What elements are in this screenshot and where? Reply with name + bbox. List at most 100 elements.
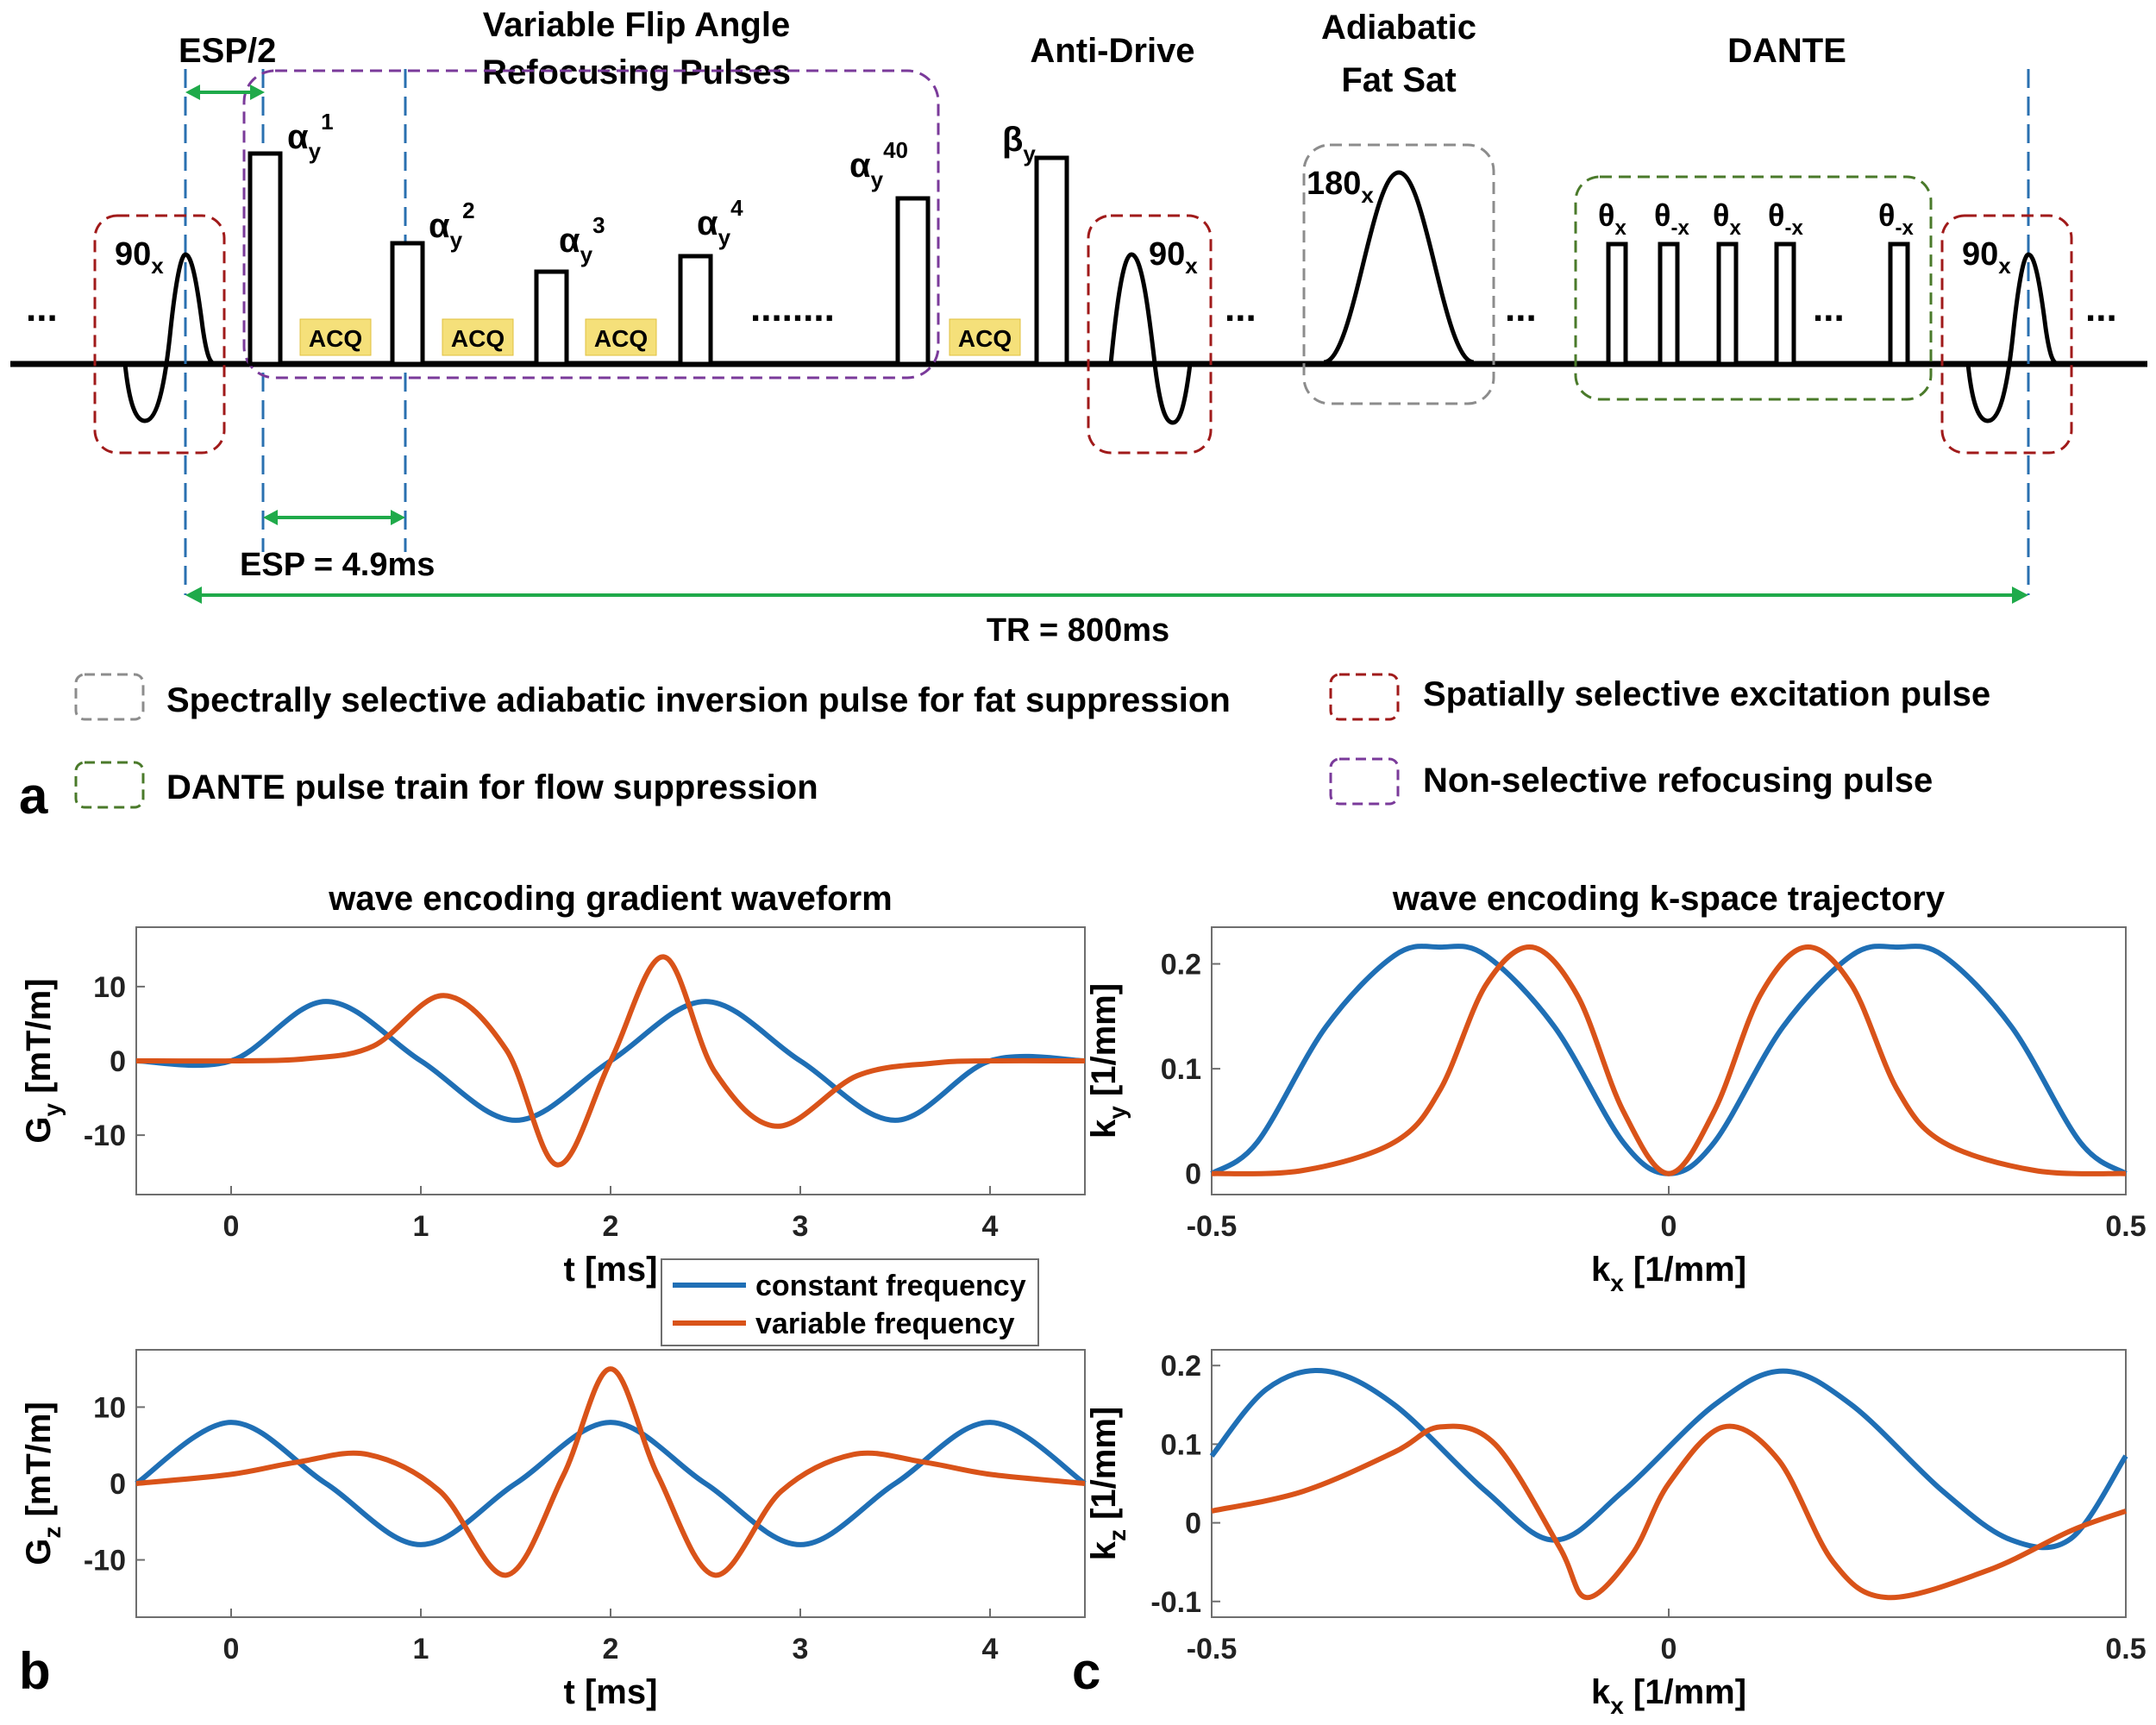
chart-gz-xtick-label: 4 [982, 1633, 999, 1665]
refocusing-box [242, 69, 940, 380]
chart-ky-frame [1211, 926, 2127, 1195]
chart-ky-title: wave encoding k-space trajectory [1392, 880, 1946, 918]
chart-ky-xlabel: kx [1/mm] [1591, 1251, 1746, 1296]
refocus-pulse-3 [534, 269, 569, 367]
dante-box [1574, 175, 1933, 401]
alpha-label-1: αy1 [287, 109, 334, 164]
dante-pulse-5 [1888, 242, 1910, 367]
chart-gz-xlabel: t [ms] [564, 1673, 658, 1711]
dante-label-1: θx [1598, 198, 1626, 240]
chart-gy-ytick-label: -10 [84, 1120, 126, 1152]
chart-ky-ytick-label: 0.2 [1161, 949, 1201, 982]
header-anti-drive: Anti-Drive [1030, 32, 1194, 70]
header-vfa-line2: Refocusing Pulses [482, 53, 791, 91]
esp-arrow [263, 510, 405, 525]
fatsat-pulse [1323, 170, 1475, 365]
dante-pulse-2 [1658, 242, 1680, 367]
chart-ky-ytick-label: 0.1 [1161, 1053, 1201, 1086]
chart-ky: wave encoding k-space trajectory -0.5 0 0.5… [1085, 880, 2147, 1296]
header-fatsat-line1: Adiabatic [1321, 9, 1476, 47]
chart-kz-series-variable [1211, 1423, 2128, 1601]
chart-legend-label-0: constant frequency [755, 1270, 1026, 1302]
alpha-label-40: αy40 [849, 137, 908, 192]
dante-pulse-3 [1716, 242, 1739, 367]
acq-block-4: ACQ [949, 318, 1021, 356]
tr-label: TR = 800ms [987, 612, 1169, 649]
chart-ky-xtick-label: -0.5 [1187, 1210, 1238, 1243]
anti-drive-pulse [1034, 155, 1069, 367]
chart-gy-ylabel: Gy [mT/m] [20, 978, 66, 1143]
legend-text-fatsat: Spectrally selective adiabatic inversion… [166, 681, 1231, 719]
ellipsis-left: ... [26, 287, 58, 329]
ellipsis-after-antidrive: ... [1225, 287, 1257, 329]
dante-label-4: θ-x [1768, 198, 1803, 240]
chart-kz-ylabel: kz [1/mm] [1085, 1407, 1131, 1561]
dante-pulse-1 [1606, 242, 1628, 367]
chart-gz-ytick-label: -10 [84, 1545, 126, 1578]
chart-gz-ytick-label: 10 [93, 1391, 126, 1424]
refocus-pulse-1 [248, 151, 283, 367]
refocus-pulse-40 [895, 196, 931, 367]
chart-kz-xlabel: kx [1/mm] [1591, 1673, 1746, 1719]
acq-label-4: ACQ [958, 325, 1012, 352]
legend-swatch-dante [74, 761, 145, 809]
chart-gz-xtick-label: 3 [793, 1633, 809, 1665]
dante-pulse-4 [1774, 242, 1796, 367]
chart-kz-xtick-label: 0 [1661, 1633, 1677, 1665]
chart-ky-ytick-label: 0 [1185, 1158, 1201, 1191]
chart-kz-series-constant [1209, 1367, 2128, 1551]
esp-half-arrow [185, 85, 265, 100]
acq-label-2: ACQ [451, 325, 505, 352]
chart-ky-xtick-label: 0.5 [2105, 1210, 2146, 1243]
excitation-label-2: 90x [1149, 236, 1198, 279]
esp-label: ESP = 4.9ms [240, 547, 435, 583]
chart-gz-ylabel: Gz [mT/m] [20, 1402, 66, 1565]
chart-gy-ytick-label: 0 [110, 1045, 126, 1078]
dante-label-3: θx [1713, 198, 1741, 240]
chart-gy-xtick-label: 4 [982, 1210, 999, 1243]
chart-kz-ytick-label: 0 [1185, 1508, 1201, 1540]
excitation-label-3: 90x [1962, 236, 2011, 279]
chart-gy-xtick-label: 3 [793, 1210, 809, 1243]
chart-ky-ylabel: ky [1/mm] [1085, 983, 1131, 1138]
sinc-pulse-3 [1965, 252, 2059, 423]
ellipsis-after-fatsat: ... [1505, 287, 1537, 329]
legend-swatch-excitation [1329, 673, 1400, 721]
legend-swatch-refocusing [1329, 757, 1400, 806]
header-esp-half: ESP/2 [179, 32, 276, 70]
chart-gy-xtick-label: 0 [223, 1210, 240, 1243]
chart-gy-ytick-label: 10 [93, 971, 126, 1004]
panel-letter-c: c [1072, 1642, 1100, 1700]
fatsat-box [1302, 143, 1495, 405]
chart-gy-title: wave encoding gradient waveform [328, 880, 893, 918]
alpha-label-4: αy4 [697, 195, 743, 250]
chart-gz-xtick-label: 0 [223, 1633, 240, 1665]
chart-legend-label-1: variable frequency [755, 1308, 1015, 1340]
chart-gz-ytick-label: 0 [110, 1468, 126, 1501]
header-vfa-line1: Variable Flip Angle [483, 6, 790, 44]
ellipsis-echo-train: ........ [750, 287, 835, 329]
chart-gy: wave encoding gradient waveform 0 1 2 3 4 -10 0… [20, 880, 1086, 1289]
refocus-pulse-4 [678, 254, 713, 367]
chart-kz-ytick-label: -0.1 [1150, 1586, 1201, 1619]
acq-block-3: ACQ [585, 318, 657, 356]
ellipsis-right: ... [2085, 287, 2117, 329]
refocus-pulse-2 [390, 241, 425, 367]
legend-text-excitation: Spatially selective excitation pulse [1423, 675, 1990, 713]
chart-legend-frame [661, 1258, 1039, 1346]
acq-label-1: ACQ [309, 325, 362, 352]
chart-gz-xtick-label: 2 [603, 1633, 619, 1665]
chart-gy-xtick-label: 2 [603, 1210, 619, 1243]
chart-gy-xtick-label: 1 [413, 1210, 429, 1243]
charts-layer: wave encoding gradient waveform 0 1 2 3 4 -10 0… [20, 880, 2147, 1719]
sinc-pulse-1 [122, 252, 216, 423]
chart-gy-series-variable [135, 954, 1086, 1168]
sinc-pulse-2 [1108, 252, 1193, 425]
legend-text-dante: DANTE pulse train for flow suppression [166, 768, 818, 806]
chart-gz-xtick-label: 1 [413, 1633, 429, 1665]
ellipsis-dante: ... [1813, 287, 1845, 329]
panel-letter-a: a [19, 767, 48, 825]
panel-letter-b: b [19, 1642, 51, 1700]
chart-ky-xtick-label: 0 [1661, 1210, 1677, 1243]
